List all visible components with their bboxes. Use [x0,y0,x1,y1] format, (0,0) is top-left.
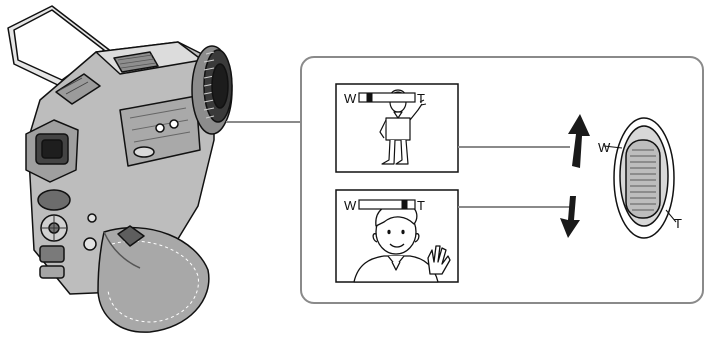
zoom-bar-w-label: W [344,91,357,106]
viewfinder-panel-tele: W T [335,189,459,283]
lens-barrel [191,45,233,135]
zoom-bar-t-label: T [417,91,425,106]
camcorder-illustration [7,5,233,333]
lever-t-label: T [674,216,682,231]
zoom-bar-t-label: T [417,198,425,213]
zoom-bar-track [358,92,416,103]
person-figure-closeup [353,203,451,283]
control-buttons [37,189,97,279]
camcorder-body [27,41,215,295]
zoom-bar-track [358,199,416,210]
viewfinder-panel-wide: W T [335,83,459,173]
lever-w-label: W [598,140,611,155]
hand-strap [97,225,210,333]
zoom-bar-indicator [401,200,408,209]
zoom-bar-indicator [366,93,373,102]
arrow-down-icon [560,196,580,238]
arrow-up-icon [568,114,590,168]
viewfinder [25,119,79,183]
zoom-bar-w-label: W [344,198,357,213]
zoom-lever [603,117,677,239]
